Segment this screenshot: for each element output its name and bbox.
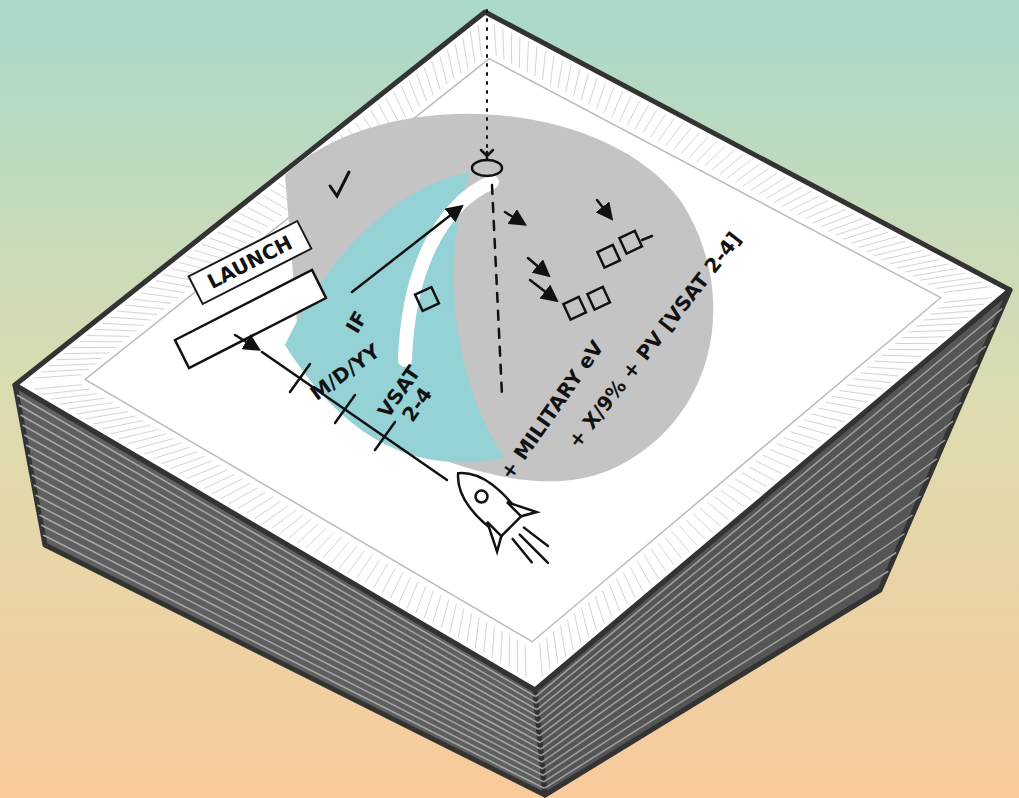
napkin-inner-edge — [85, 59, 941, 642]
logo — [285, 114, 713, 482]
napkin-border-hatch — [33, 24, 992, 678]
sketch-ink — [175, 10, 652, 583]
napkin-top — [15, 12, 1010, 690]
